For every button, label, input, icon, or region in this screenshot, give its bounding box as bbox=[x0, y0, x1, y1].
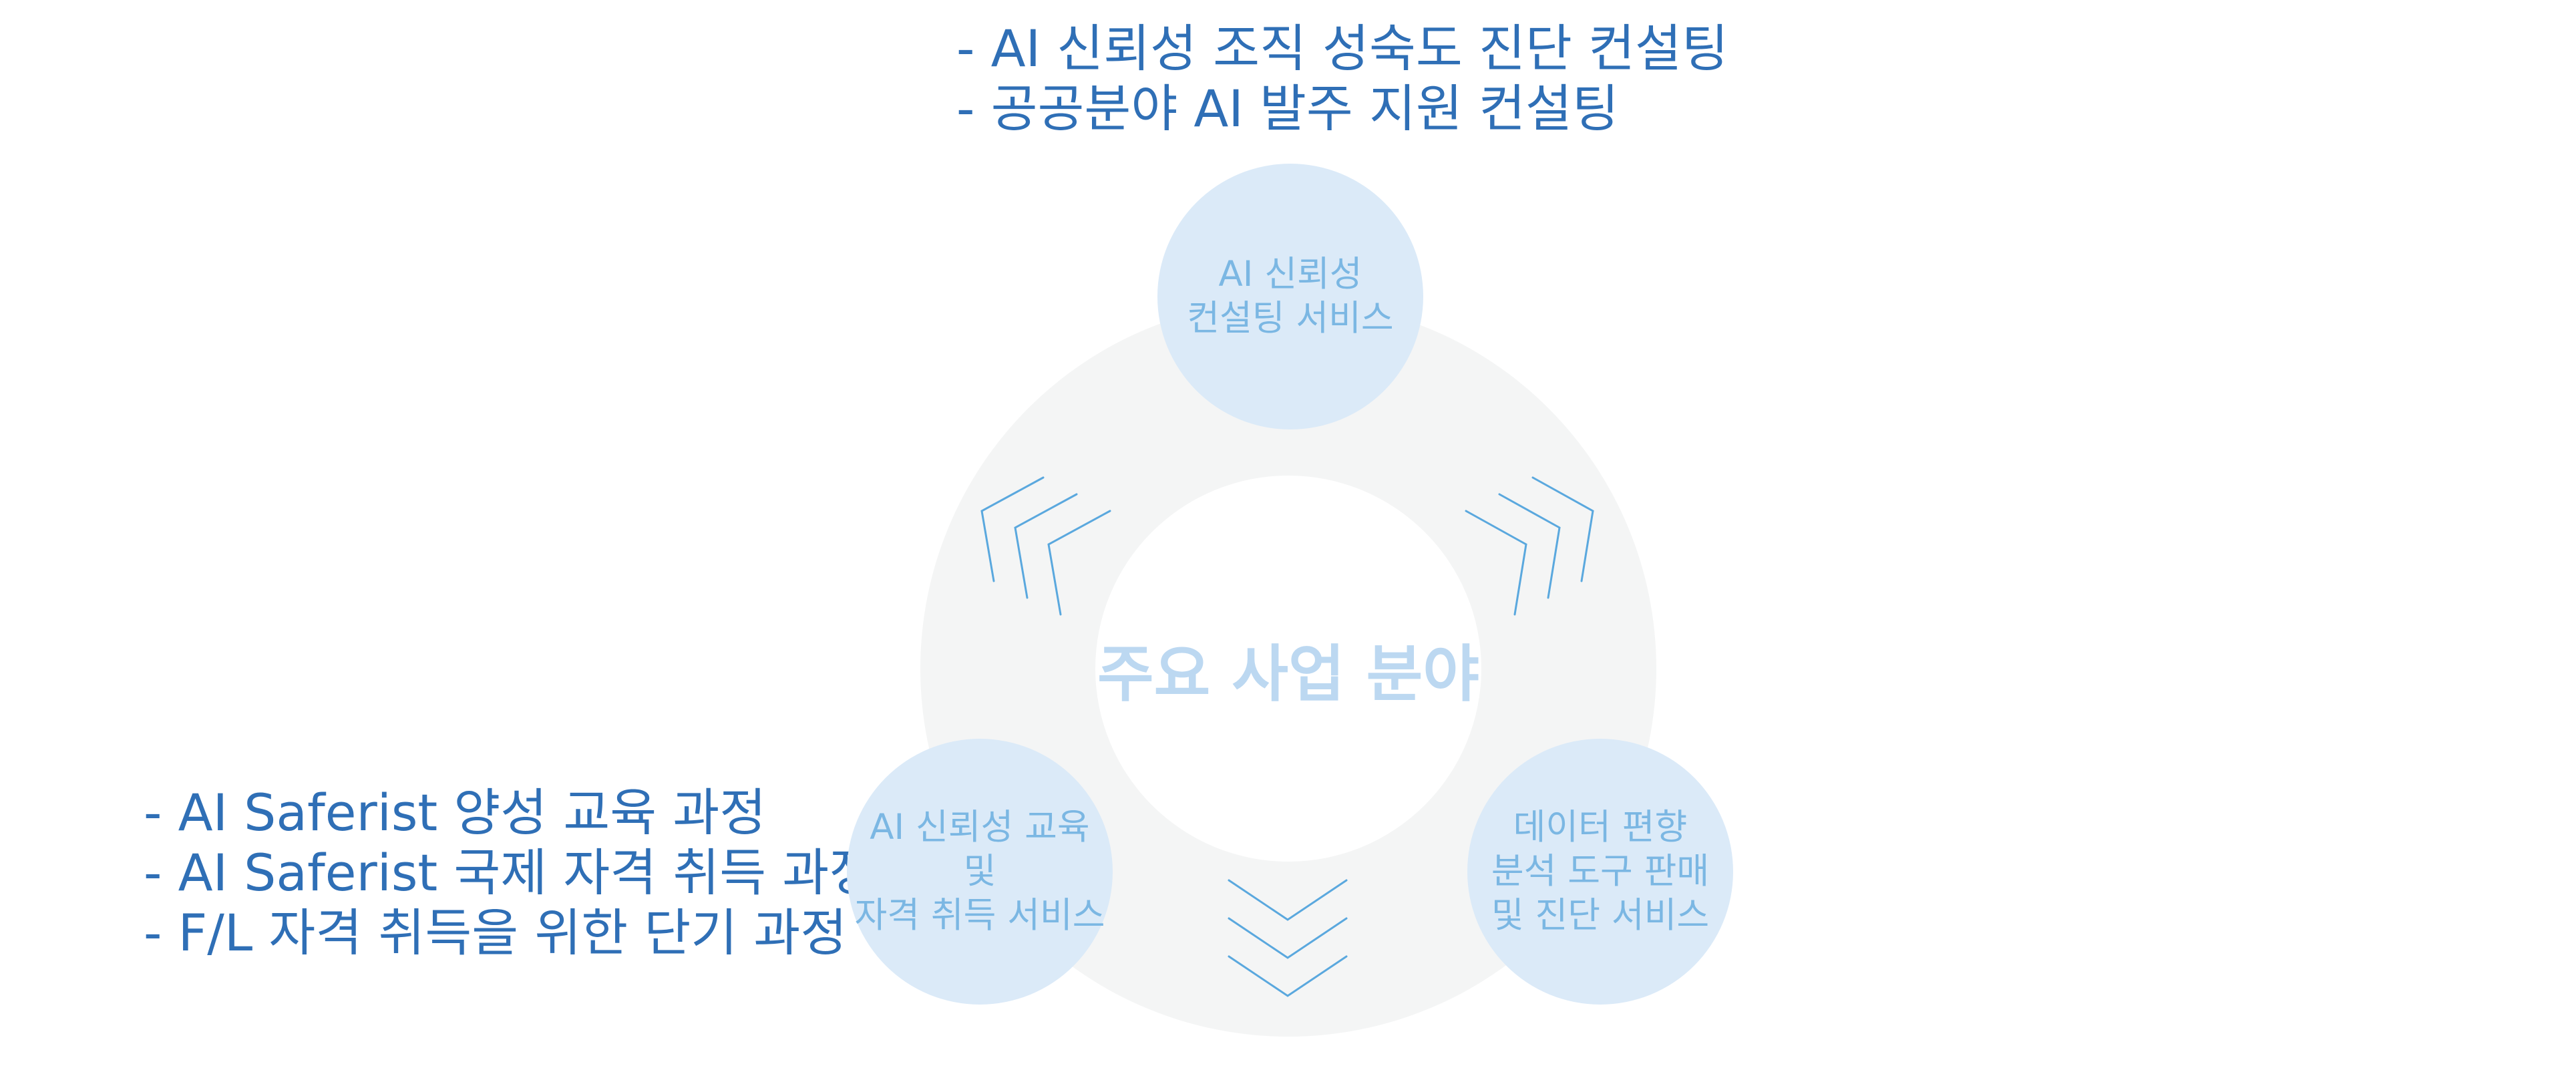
bullet-item: - AI 신뢰성 조직 성숙도 진단 컨설팅 bbox=[956, 19, 1728, 78]
node-label: AI 신뢰성 컨설팅 서비스 bbox=[1187, 254, 1394, 339]
chevron-right-icon bbox=[1498, 493, 1561, 599]
node-consulting: AI 신뢰성 컨설팅 서비스 bbox=[1157, 164, 1423, 429]
chevron-down-icon bbox=[1228, 879, 1348, 921]
node-label: AI 신뢰성 교육 및 자격 취득 서비스 bbox=[854, 807, 1105, 936]
node-label: 데이터 편향 분석 도구 판매 및 진단 서비스 bbox=[1491, 807, 1710, 936]
chevron-down-icon bbox=[1228, 955, 1348, 997]
bullet-item: - AI Saferist 양성 교육 과정 bbox=[144, 783, 767, 842]
center-circle: 주요 사업 분야 bbox=[1095, 476, 1481, 862]
chevron-left-icon bbox=[1014, 493, 1078, 599]
chevron-right-icon bbox=[1531, 476, 1594, 582]
center-title: 주요 사업 분야 bbox=[1097, 638, 1479, 710]
bullet-item: - AI Saferist 국제 자격 취득 과정 bbox=[144, 843, 876, 902]
left-bullet-list: - AI Saferist 양성 교육 과정 - AI Saferist 국제 … bbox=[144, 783, 876, 963]
node-bias-tool: 데이터 편향 분석 도구 판매 및 진단 서비스 bbox=[1467, 739, 1733, 1005]
bullet-item: - 공공분야 AI 발주 지원 컨설팅 bbox=[956, 79, 1619, 138]
chevron-left-icon bbox=[1047, 510, 1111, 616]
bullet-item: - F/L 자격 취득을 위한 단기 과정 bbox=[144, 903, 848, 962]
chevron-down-icon bbox=[1228, 917, 1348, 959]
chevron-right-icon bbox=[1465, 510, 1527, 616]
chevron-left-icon bbox=[980, 476, 1045, 582]
top-bullet-list: - AI 신뢰성 조직 성숙도 진단 컨설팅 - 공공분야 AI 발주 지원 컨… bbox=[956, 19, 1728, 139]
node-education: AI 신뢰성 교육 및 자격 취득 서비스 bbox=[847, 739, 1113, 1005]
